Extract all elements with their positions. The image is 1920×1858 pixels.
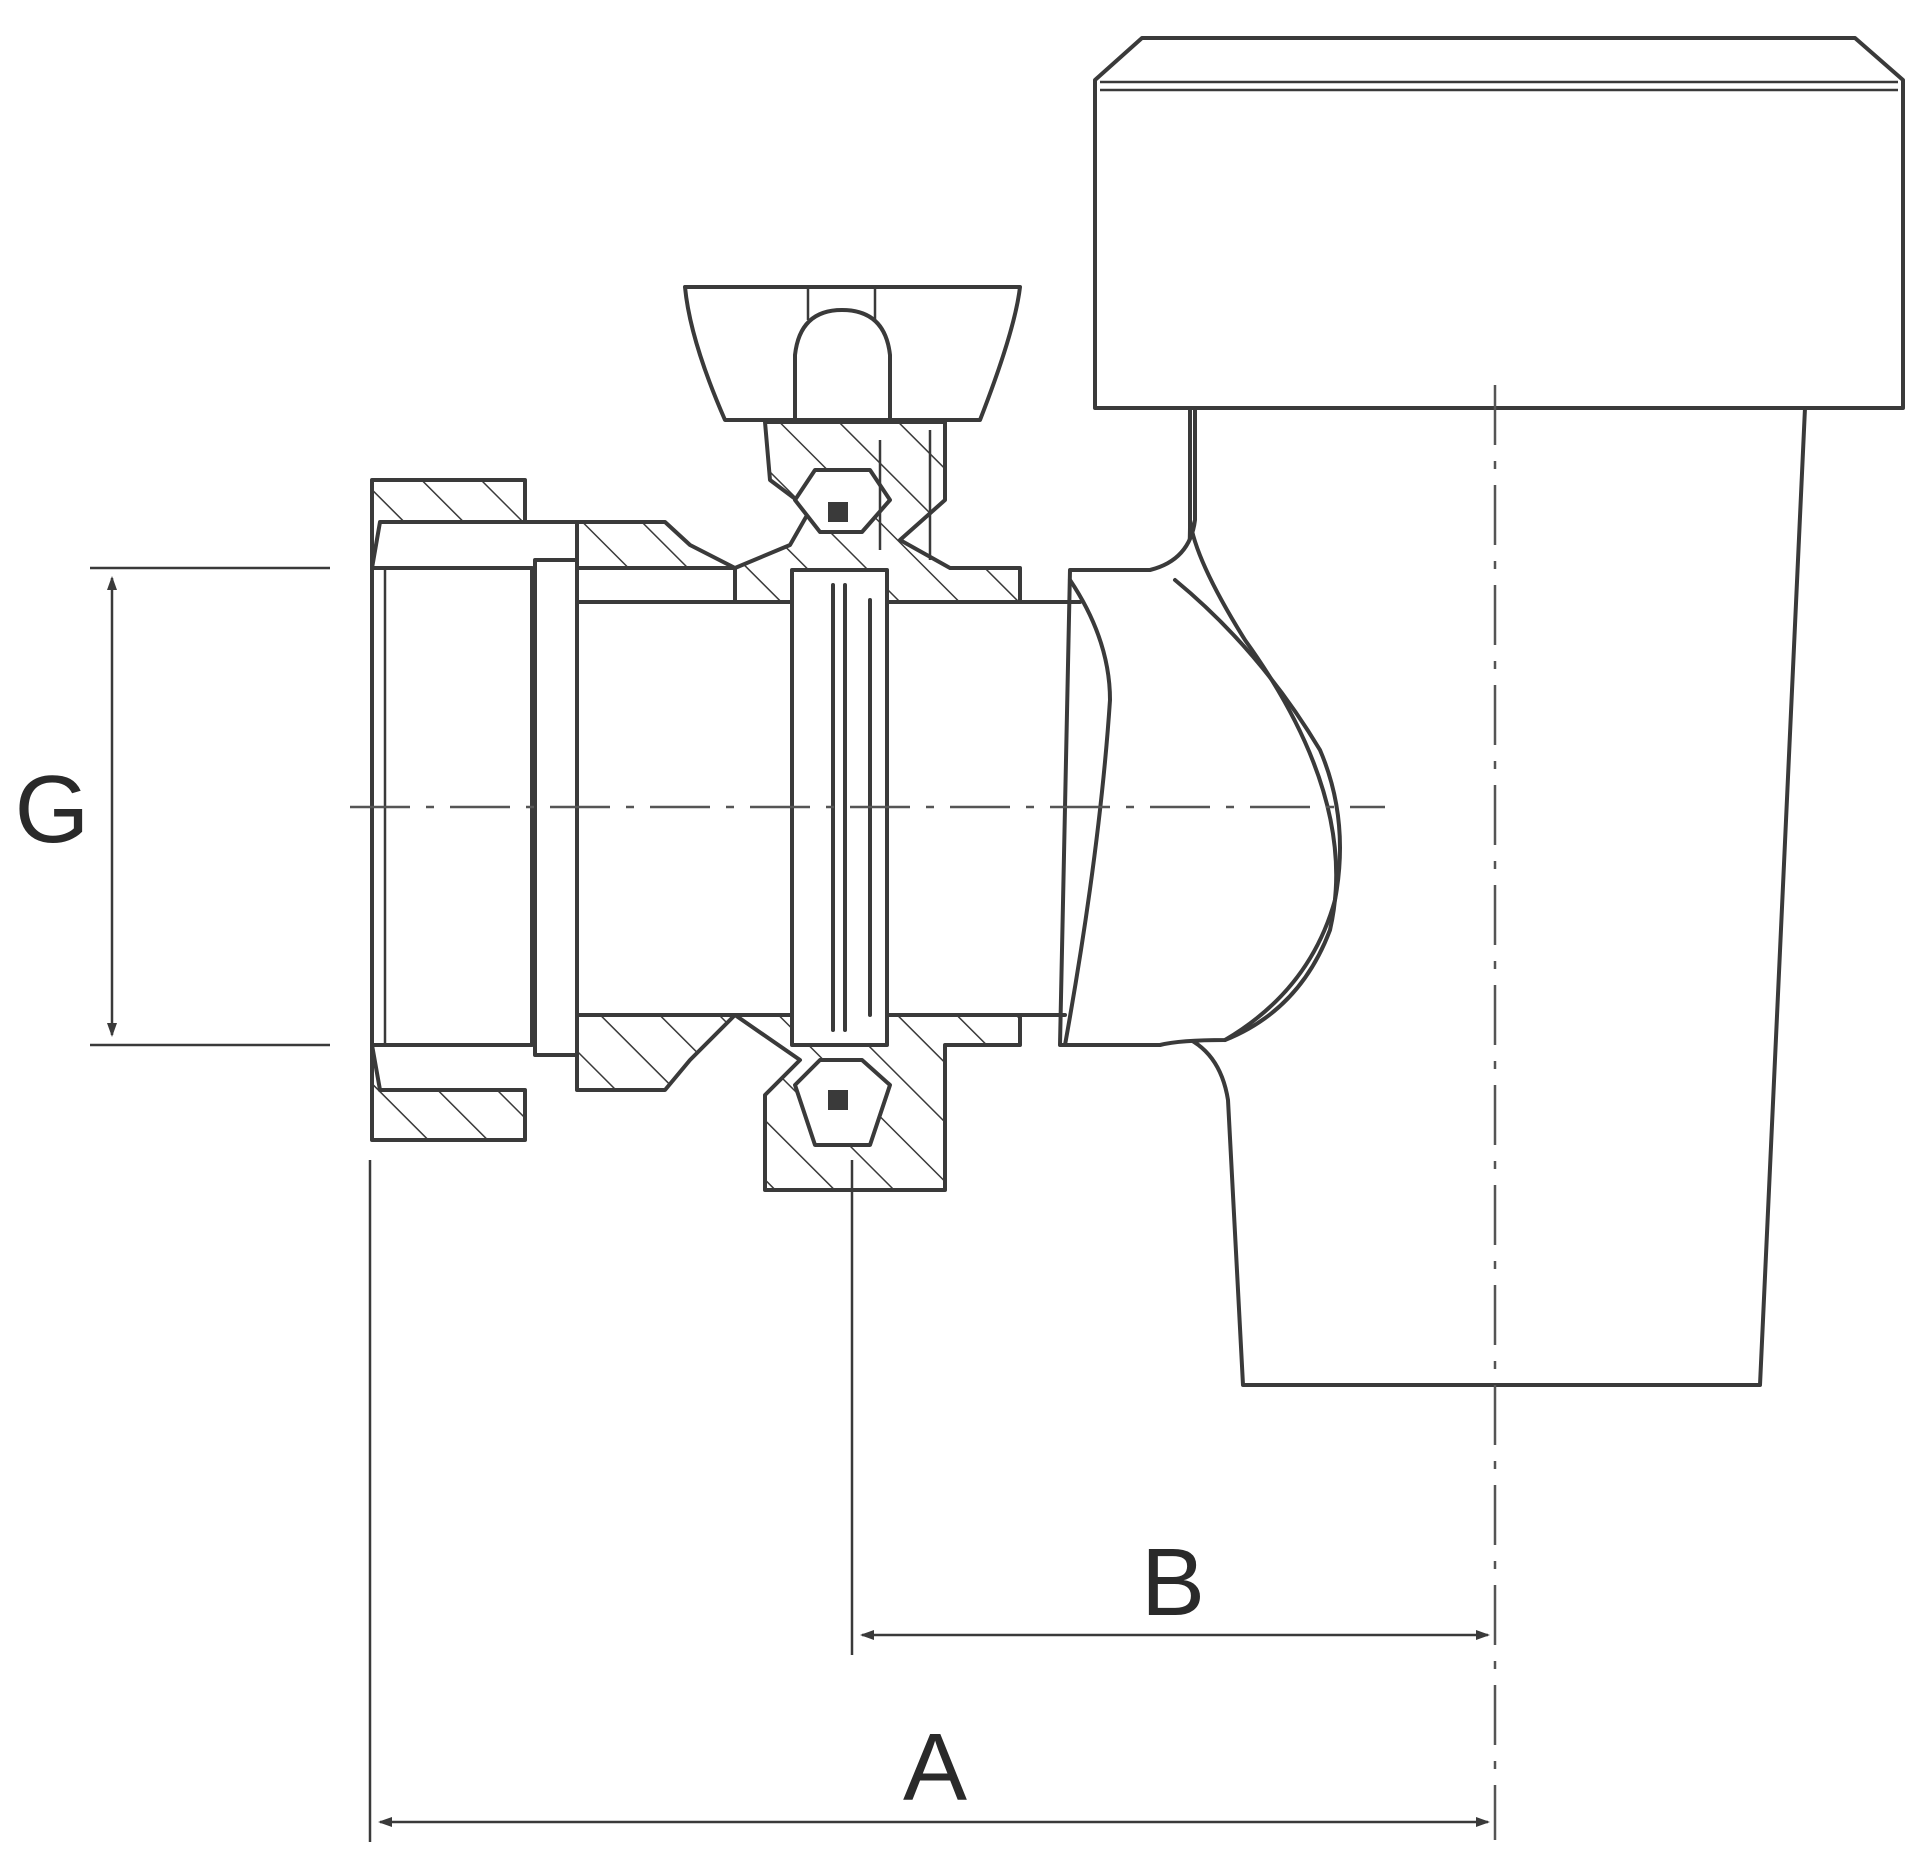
valve-seat-body <box>733 420 1082 1192</box>
dimension-b: B <box>850 1160 1490 1655</box>
dimension-g: G <box>15 566 330 1047</box>
actuator-head <box>1093 36 1905 1387</box>
union-nut <box>370 478 534 1142</box>
dimension-b-label: B <box>1141 1529 1205 1636</box>
centerlines <box>350 385 1497 1840</box>
dimension-a-label: A <box>903 1714 967 1821</box>
valve-body-elbow <box>1058 406 1342 1047</box>
dimension-g-label: G <box>15 756 90 863</box>
tail-piece <box>523 520 794 1092</box>
handle-knob <box>683 285 1022 560</box>
dimension-a: A <box>368 1160 1490 1842</box>
